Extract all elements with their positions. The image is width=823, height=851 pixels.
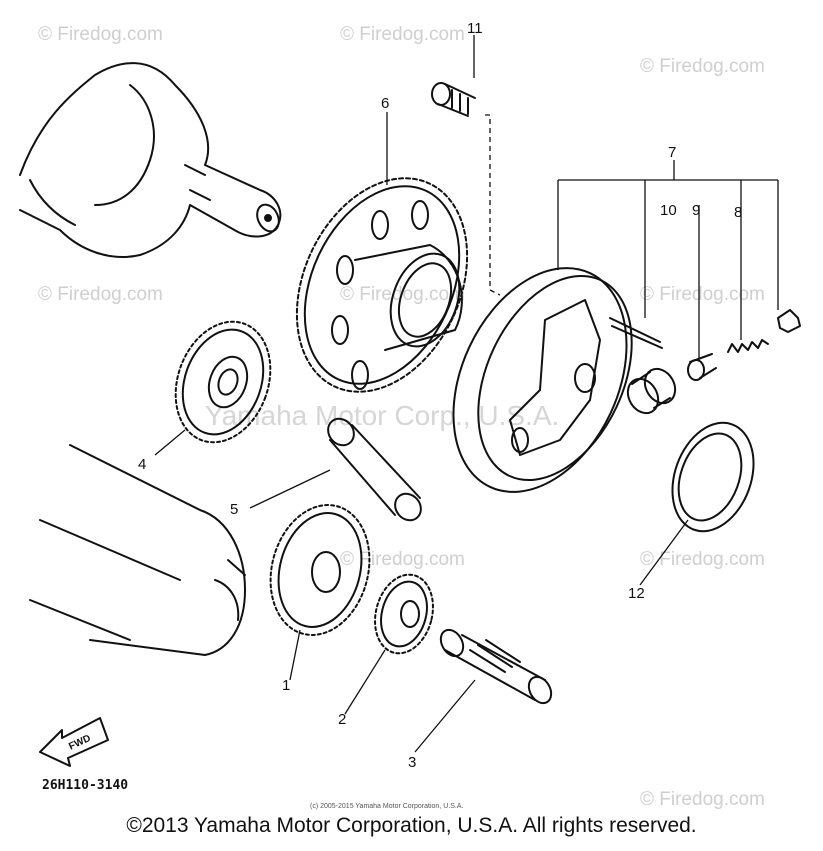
starter-clutch-7 (452, 267, 633, 493)
fwd-arrow-icon: FWD (39, 717, 109, 767)
shaft-3 (439, 628, 553, 705)
crankshaft-drawing (19, 62, 282, 259)
small-copyright: (c) 2005-2015 Yamaha Motor Corporation, … (310, 803, 463, 810)
watermark-yamaha: Yamaha Motor Corp., U.S.A. (205, 400, 559, 431)
callout-3: 3 (408, 754, 416, 771)
callouts: 1 2 3 4 5 6 7 8 9 10 11 12 (138, 20, 742, 771)
watermark-firedog: © Firedog.com (340, 24, 465, 45)
main-axle-drawing (29, 444, 246, 656)
part-code: 26H110-3140 (42, 778, 128, 793)
copyright-notice: ©2013 Yamaha Motor Corporation, U.S.A. A… (126, 814, 697, 837)
watermark-layer: © Firedog.com © Firedog.com © Firedog.co… (38, 24, 765, 810)
watermark-firedog: © Firedog.com (340, 549, 465, 570)
callout-9: 9 (692, 202, 700, 219)
callout-2: 2 (338, 711, 346, 728)
pin-10 (609, 317, 663, 349)
watermark-firedog: © Firedog.com (640, 789, 765, 810)
callout-11: 11 (467, 20, 483, 37)
callout-6: 6 (381, 95, 389, 112)
washer-12 (671, 421, 755, 533)
gear-2 (374, 573, 434, 655)
leader-lines (154, 35, 779, 753)
callout-4: 4 (138, 456, 146, 473)
watermark-firedog: © Firedog.com (38, 284, 163, 305)
bolt-11 (431, 82, 476, 117)
gear-1 (269, 504, 371, 636)
callout-10: 10 (660, 202, 677, 219)
watermark-firedog: © Firedog.com (640, 56, 765, 77)
spring-8 (727, 309, 801, 353)
watermark-firedog: © Firedog.com (38, 24, 163, 45)
watermark-firedog: © Firedog.com (640, 284, 765, 305)
roller-9 (626, 353, 717, 415)
shaft-5 (327, 417, 422, 522)
callout-7: 7 (668, 144, 676, 161)
callout-12: 12 (628, 585, 645, 602)
callout-1: 1 (282, 677, 290, 694)
watermark-firedog: © Firedog.com (640, 549, 765, 570)
starter-wheel-gear-6 (295, 177, 469, 393)
callout-8: 8 (734, 204, 742, 221)
gear-4 (174, 320, 272, 444)
callout-5: 5 (230, 501, 238, 518)
